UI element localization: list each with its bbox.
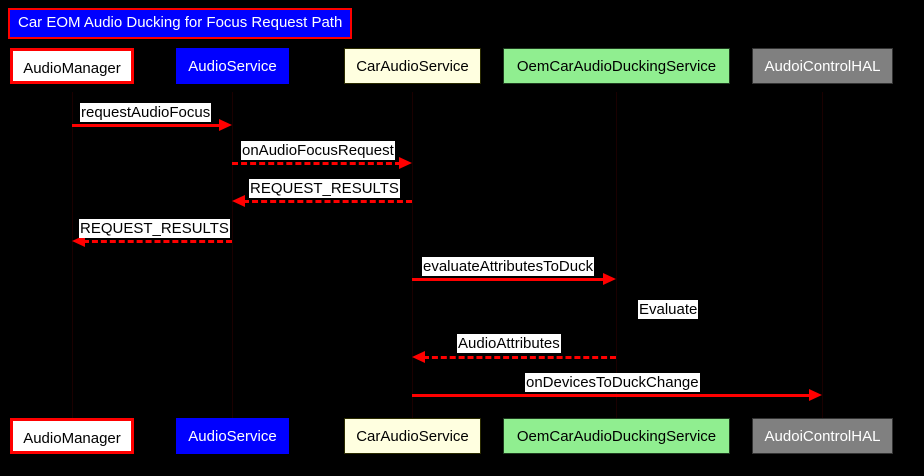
note-evaluate-note: Evaluate	[638, 300, 699, 319]
message-line	[412, 394, 811, 397]
arrowhead-icon	[232, 195, 245, 207]
participant-label: OemCarAudioDuckingService	[516, 58, 717, 75]
message-label-audio-attributes: AudioAttributes	[457, 334, 561, 353]
participant-audio-service-top[interactable]: AudioService	[176, 48, 289, 84]
participant-audio-manager-bottom[interactable]: AudioManager	[10, 418, 134, 454]
message-line	[232, 162, 401, 165]
message-label-request-results-1: REQUEST_RESULTS	[249, 179, 400, 198]
message-label-request-audio-focus: requestAudioFocus	[80, 103, 212, 122]
message-line	[72, 124, 221, 127]
lifeline-audio-manager	[72, 92, 73, 418]
participant-oem-ducking-top[interactable]: OemCarAudioDuckingService	[503, 48, 730, 84]
lifeline-oem-ducking	[616, 92, 617, 418]
message-label-on-audio-focus-request: onAudioFocusRequest	[241, 141, 395, 160]
participant-audio-control-hal-top[interactable]: AudoiControlHAL	[752, 48, 893, 84]
participant-label: AudoiControlHAL	[764, 428, 881, 445]
arrowhead-icon	[72, 235, 85, 247]
message-label-evaluate-attributes: evaluateAttributesToDuck	[422, 257, 595, 276]
participant-audio-control-hal-bottom[interactable]: AudoiControlHAL	[752, 418, 893, 454]
lifeline-car-audio-service	[412, 92, 413, 418]
participant-car-audio-service-bottom[interactable]: CarAudioService	[344, 418, 481, 454]
arrowhead-icon	[603, 273, 616, 285]
participant-car-audio-service-top[interactable]: CarAudioService	[344, 48, 481, 84]
arrowhead-icon	[399, 157, 412, 169]
participant-oem-ducking-bottom[interactable]: OemCarAudioDuckingService	[503, 418, 730, 454]
participant-label: CarAudioService	[356, 58, 469, 75]
message-label-on-devices-to-duck-change: onDevicesToDuckChange	[525, 373, 700, 392]
arrowhead-icon	[219, 119, 232, 131]
participant-audio-manager-top[interactable]: AudioManager	[10, 48, 134, 84]
participant-audio-service-bottom[interactable]: AudioService	[176, 418, 289, 454]
message-label-request-results-2: REQUEST_RESULTS	[79, 219, 230, 238]
arrowhead-icon	[412, 351, 425, 363]
participant-label: AudoiControlHAL	[764, 58, 881, 75]
arrowhead-icon	[809, 389, 822, 401]
message-line	[243, 200, 412, 203]
participant-label: AudioService	[188, 58, 277, 75]
lifeline-audio-service	[232, 92, 233, 418]
diagram-title: Car EOM Audio Ducking for Focus Request …	[8, 8, 353, 39]
lifeline-audio-control-hal	[822, 92, 823, 418]
participant-label: OemCarAudioDuckingService	[516, 428, 717, 445]
message-line	[83, 240, 232, 243]
participant-label: AudioManager	[23, 60, 121, 77]
participant-label: AudioService	[188, 428, 277, 445]
message-line	[412, 278, 605, 281]
message-line	[423, 356, 616, 359]
participant-label: CarAudioService	[356, 428, 469, 445]
participant-label: AudioManager	[23, 430, 121, 447]
